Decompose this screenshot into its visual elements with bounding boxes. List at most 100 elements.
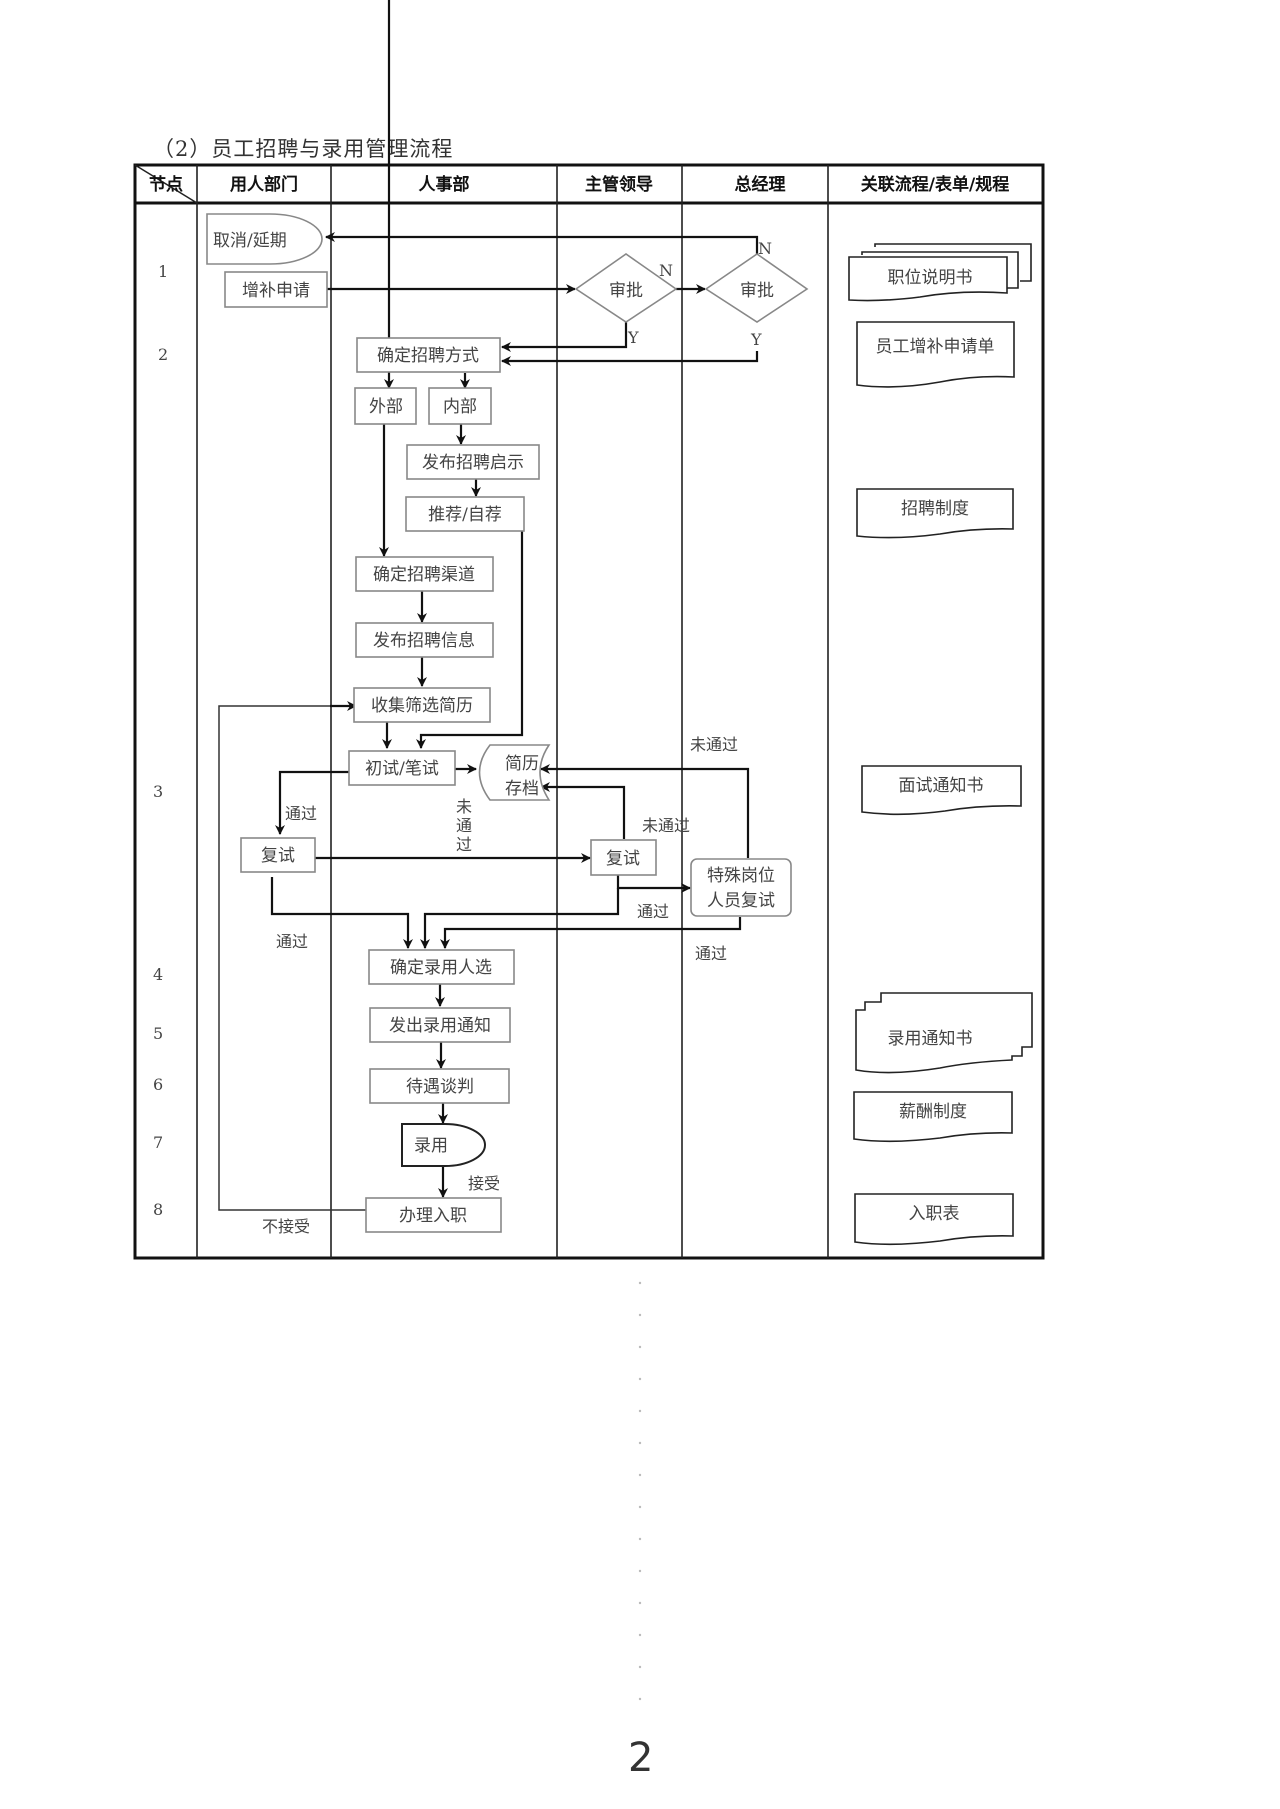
- svg-text:薪酬制度: 薪酬制度: [899, 1102, 967, 1122]
- connectors: [218, 0, 759, 1211]
- node-internal[interactable]: 内部: [428, 387, 492, 425]
- svg-text:入职表: 入职表: [909, 1204, 960, 1224]
- row-number: 1: [158, 262, 168, 281]
- node-publish-info[interactable]: 发布招聘信息: [355, 622, 494, 658]
- header-hr: 人事部: [419, 174, 470, 195]
- swimlane-table: [133, 163, 1045, 1260]
- svg-text:录用通知书: 录用通知书: [888, 1029, 973, 1049]
- svg-text:内部: 内部: [443, 397, 477, 417]
- svg-text:审批: 审批: [609, 281, 643, 301]
- loop-not-accept: [218, 705, 366, 1211]
- svg-text:复试: 复试: [606, 849, 640, 869]
- node-collect-resume[interactable]: 收集筛选简历: [353, 687, 491, 723]
- svg-text:初试/笔试: 初试/笔试: [365, 759, 439, 779]
- label-pass-special: 通过: [695, 944, 727, 963]
- svg-text:办理入职: 办理入职: [399, 1206, 467, 1226]
- svg-text:录用: 录用: [414, 1136, 448, 1156]
- label-pass-first: 通过: [285, 804, 317, 823]
- doc-offer-letter[interactable]: 录用通知书: [855, 992, 1033, 1074]
- node-second-interview-dept[interactable]: 复试: [240, 837, 316, 873]
- arrow-supervisor-pass: [420, 888, 620, 949]
- node-approve-gm[interactable]: 审批: [704, 253, 809, 323]
- header-node: 节点: [149, 174, 183, 195]
- node-decide-channel[interactable]: 确定招聘渠道: [355, 556, 494, 592]
- svg-text:发出录用通知: 发出录用通知: [389, 1016, 491, 1036]
- doc-recruitment-policy[interactable]: 招聘制度: [856, 488, 1014, 539]
- svg-text:招聘制度: 招聘制度: [901, 499, 969, 519]
- row-number: 8: [153, 1200, 163, 1219]
- arrow-special-fail: [540, 764, 750, 858]
- label-accept: 接受: [468, 1174, 500, 1193]
- node-resume-archive[interactable]: 简历 存档: [478, 744, 551, 801]
- row-number: 5: [153, 1024, 163, 1043]
- dotted-guide: [638, 1281, 642, 1701]
- node-first-interview[interactable]: 初试/笔试: [348, 750, 456, 786]
- svg-text:确定录用人选: 确定录用人选: [390, 958, 492, 978]
- svg-text:发布招聘启示: 发布招聘启示: [422, 453, 524, 473]
- svg-text:复试: 复试: [261, 846, 295, 866]
- doc-headcount-request[interactable]: 员工增补申请单: [856, 321, 1015, 388]
- node-recommend[interactable]: 推荐/自荐: [405, 496, 525, 532]
- svg-text:发布招聘信息: 发布招聘信息: [373, 631, 475, 651]
- svg-text:简历: 简历: [505, 754, 539, 774]
- svg-text:审批: 审批: [740, 281, 774, 301]
- svg-text:员工增补申请单: 员工增补申请单: [876, 337, 995, 357]
- node-publish-notice[interactable]: 发布招聘启示: [406, 444, 540, 480]
- row-number: 7: [153, 1133, 163, 1152]
- label-fail-special: 未通过: [690, 735, 738, 754]
- label-y-gm: Y: [750, 330, 762, 349]
- page-number: 2: [628, 1735, 654, 1781]
- node-request[interactable]: 增补申请: [224, 271, 328, 308]
- node-send-offer[interactable]: 发出录用通知: [369, 1007, 511, 1043]
- doc-interview-notice[interactable]: 面试通知书: [861, 765, 1022, 816]
- svg-text:人员复试: 人员复试: [707, 891, 775, 911]
- page-title: （2）员工招聘与录用管理流程: [153, 137, 454, 161]
- arrow-supervisor-yes: [501, 320, 628, 352]
- label-pass-dept: 通过: [276, 932, 308, 951]
- row-number: 3: [153, 782, 163, 801]
- node-approve-supervisor[interactable]: 审批: [574, 253, 678, 323]
- node-decide-method[interactable]: 确定招聘方式: [356, 337, 501, 373]
- label-fail-supervisor: 未通过: [642, 816, 690, 835]
- svg-text:收集筛选简历: 收集筛选简历: [371, 696, 473, 716]
- label-n-supervisor: N: [659, 261, 673, 280]
- svg-text:职位说明书: 职位说明书: [888, 268, 973, 288]
- svg-text:取消/延期: 取消/延期: [213, 231, 287, 251]
- node-decide-candidate[interactable]: 确定录用人选: [368, 949, 515, 985]
- header-related: 关联流程/表单/规程: [861, 174, 1009, 195]
- arrow-interview-pass: [275, 770, 349, 835]
- doc-onboarding-form[interactable]: 入职表: [854, 1193, 1014, 1246]
- row-number: 2: [158, 345, 168, 364]
- label-y-supervisor: Y: [627, 328, 639, 347]
- header-supervisor: 主管领导: [585, 174, 653, 195]
- svg-text:推荐/自荐: 推荐/自荐: [428, 505, 502, 525]
- label-pass-supervisor: 通过: [637, 902, 669, 921]
- svg-text:面试通知书: 面试通知书: [899, 776, 984, 796]
- label-not-accept: 不接受: [262, 1217, 310, 1236]
- node-special-interview[interactable]: 特殊岗位 人员复试: [690, 858, 792, 917]
- row-number: 4: [153, 965, 163, 984]
- label-fail-first-1: 未: [456, 797, 472, 816]
- node-external[interactable]: 外部: [354, 387, 417, 425]
- label-n-gm: N: [758, 239, 772, 258]
- arrow-gm-reject: [325, 232, 759, 254]
- svg-text:特殊岗位: 特殊岗位: [707, 866, 775, 886]
- svg-text:待遇谈判: 待遇谈判: [406, 1077, 474, 1097]
- doc-job-description[interactable]: 职位说明书: [848, 243, 1032, 302]
- node-cancel-delay[interactable]: 取消/延期: [206, 213, 323, 265]
- node-hire[interactable]: 录用: [401, 1123, 486, 1167]
- svg-text:确定招聘方式: 确定招聘方式: [377, 346, 479, 366]
- arrow-recommend-to-interview: [416, 530, 524, 749]
- arrow-gm-yes: [501, 351, 759, 366]
- svg-text:存档: 存档: [505, 779, 539, 799]
- arrow-supervisor-fail: [540, 782, 626, 839]
- node-negotiate[interactable]: 待遇谈判: [369, 1068, 510, 1104]
- node-onboard[interactable]: 办理入职: [365, 1197, 502, 1233]
- arrow-dept-pass: [270, 877, 413, 949]
- node-second-interview-supervisor[interactable]: 复试: [590, 839, 657, 876]
- svg-text:外部: 外部: [369, 397, 403, 417]
- header-hiring-dept: 用人部门: [230, 174, 298, 195]
- header-gm: 总经理: [735, 174, 786, 195]
- doc-salary-policy[interactable]: 薪酬制度: [853, 1091, 1013, 1143]
